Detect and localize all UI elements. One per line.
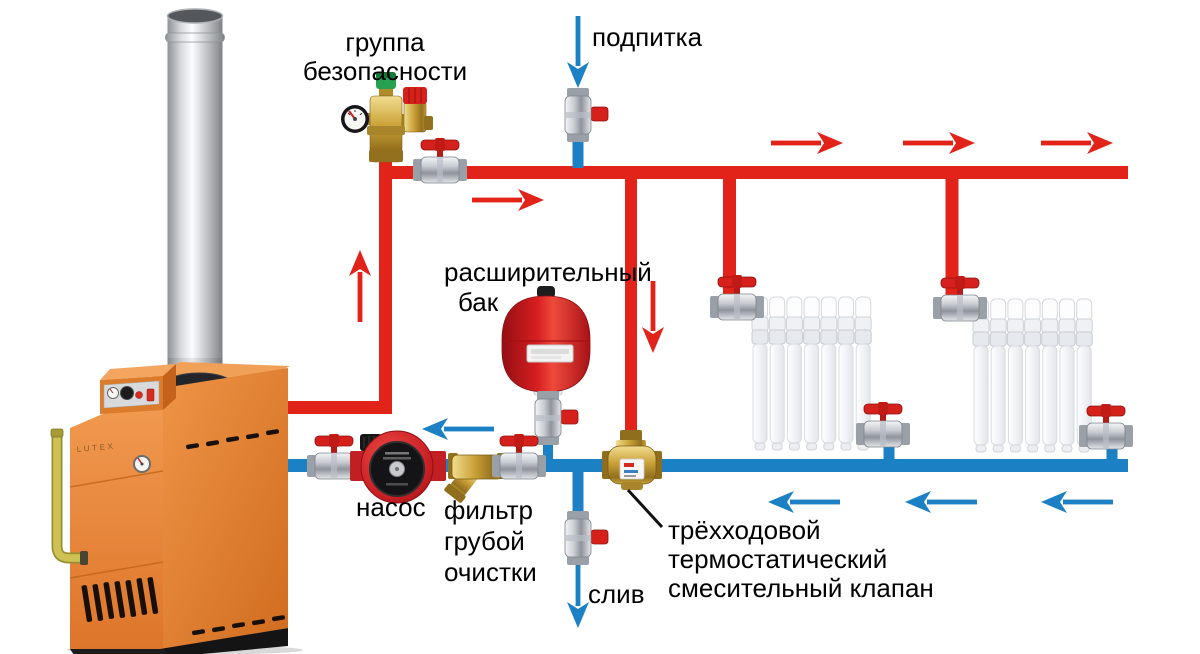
safety-group-icon bbox=[341, 72, 433, 163]
panel-button-icon bbox=[135, 391, 143, 399]
label-line: очистки bbox=[444, 557, 537, 587]
mixing-valve-label: трёхходовой термостатический смесительны… bbox=[668, 516, 934, 603]
boiler-bottom-vents bbox=[81, 577, 159, 622]
radiator-1-return-valve bbox=[855, 401, 911, 448]
panel-switch-icon bbox=[146, 388, 155, 402]
supply-flow-arrow bbox=[903, 132, 975, 154]
label-line: смесительный клапан bbox=[668, 573, 934, 603]
expansion-tank-label: расширительный бак bbox=[444, 257, 652, 317]
circulation-pump-icon bbox=[350, 430, 446, 504]
label-line: расширительный bbox=[444, 257, 652, 287]
panel-thermostat-knob-icon bbox=[120, 386, 134, 400]
label-line: безопасности bbox=[302, 56, 468, 86]
chimney bbox=[165, 8, 225, 382]
label-line: бак bbox=[458, 287, 499, 317]
supply-flow-arrow bbox=[1041, 132, 1113, 154]
expansion-tank-valve bbox=[534, 390, 579, 446]
boiler-riser-flow-arrow bbox=[349, 250, 371, 322]
label-line: фильтр bbox=[444, 495, 533, 525]
return-flow-arrow bbox=[905, 491, 977, 513]
makeup-label: подпитка bbox=[592, 22, 703, 52]
boiler-brand-label: LUTEX bbox=[76, 442, 115, 454]
radiator-2-return-valve bbox=[1078, 403, 1134, 450]
boiler-vent-dashes bbox=[186, 429, 286, 636]
drain-flow-arrow bbox=[567, 556, 589, 628]
radiator-2 bbox=[973, 299, 1092, 452]
boiler-front bbox=[70, 388, 163, 649]
return-flow-arrow bbox=[1041, 491, 1113, 513]
makeup-valve bbox=[564, 87, 609, 143]
supply-flow-arrow bbox=[472, 189, 544, 211]
gas-pipe bbox=[50, 428, 88, 565]
supply-pipe bbox=[284, 160, 1128, 442]
pump-flow-arrow bbox=[422, 418, 494, 440]
pump-outlet-valve bbox=[491, 433, 547, 480]
drain-label: слив bbox=[588, 579, 645, 609]
safety-group-label: группа безопасности bbox=[293, 28, 477, 86]
supply-ball-valve bbox=[412, 137, 468, 184]
boiler-control-panel bbox=[100, 364, 176, 414]
boiler: LUTEX bbox=[67, 362, 303, 654]
pump-label: насос bbox=[356, 492, 426, 522]
label-line: грубой bbox=[444, 526, 525, 556]
supply-flow-arrow bbox=[771, 132, 843, 154]
boiler-side bbox=[163, 368, 288, 649]
drain-valve bbox=[564, 510, 609, 566]
mixing-valve-leader-line bbox=[626, 488, 664, 529]
boiler-base bbox=[160, 628, 288, 654]
filter-label: фильтр грубой очистки bbox=[444, 495, 537, 588]
three-way-mixing-valve-icon bbox=[602, 430, 662, 490]
makeup-flow-arrow bbox=[567, 16, 589, 88]
return-flow-arrow bbox=[768, 491, 840, 513]
radiator-1 bbox=[752, 297, 871, 450]
label-line: группа bbox=[345, 27, 425, 57]
radiator-1-supply-valve bbox=[709, 274, 765, 321]
radiator-2-supply-valve bbox=[932, 275, 988, 322]
label-line: термостатический bbox=[668, 544, 888, 574]
label-line: трёхходовой bbox=[668, 515, 821, 545]
